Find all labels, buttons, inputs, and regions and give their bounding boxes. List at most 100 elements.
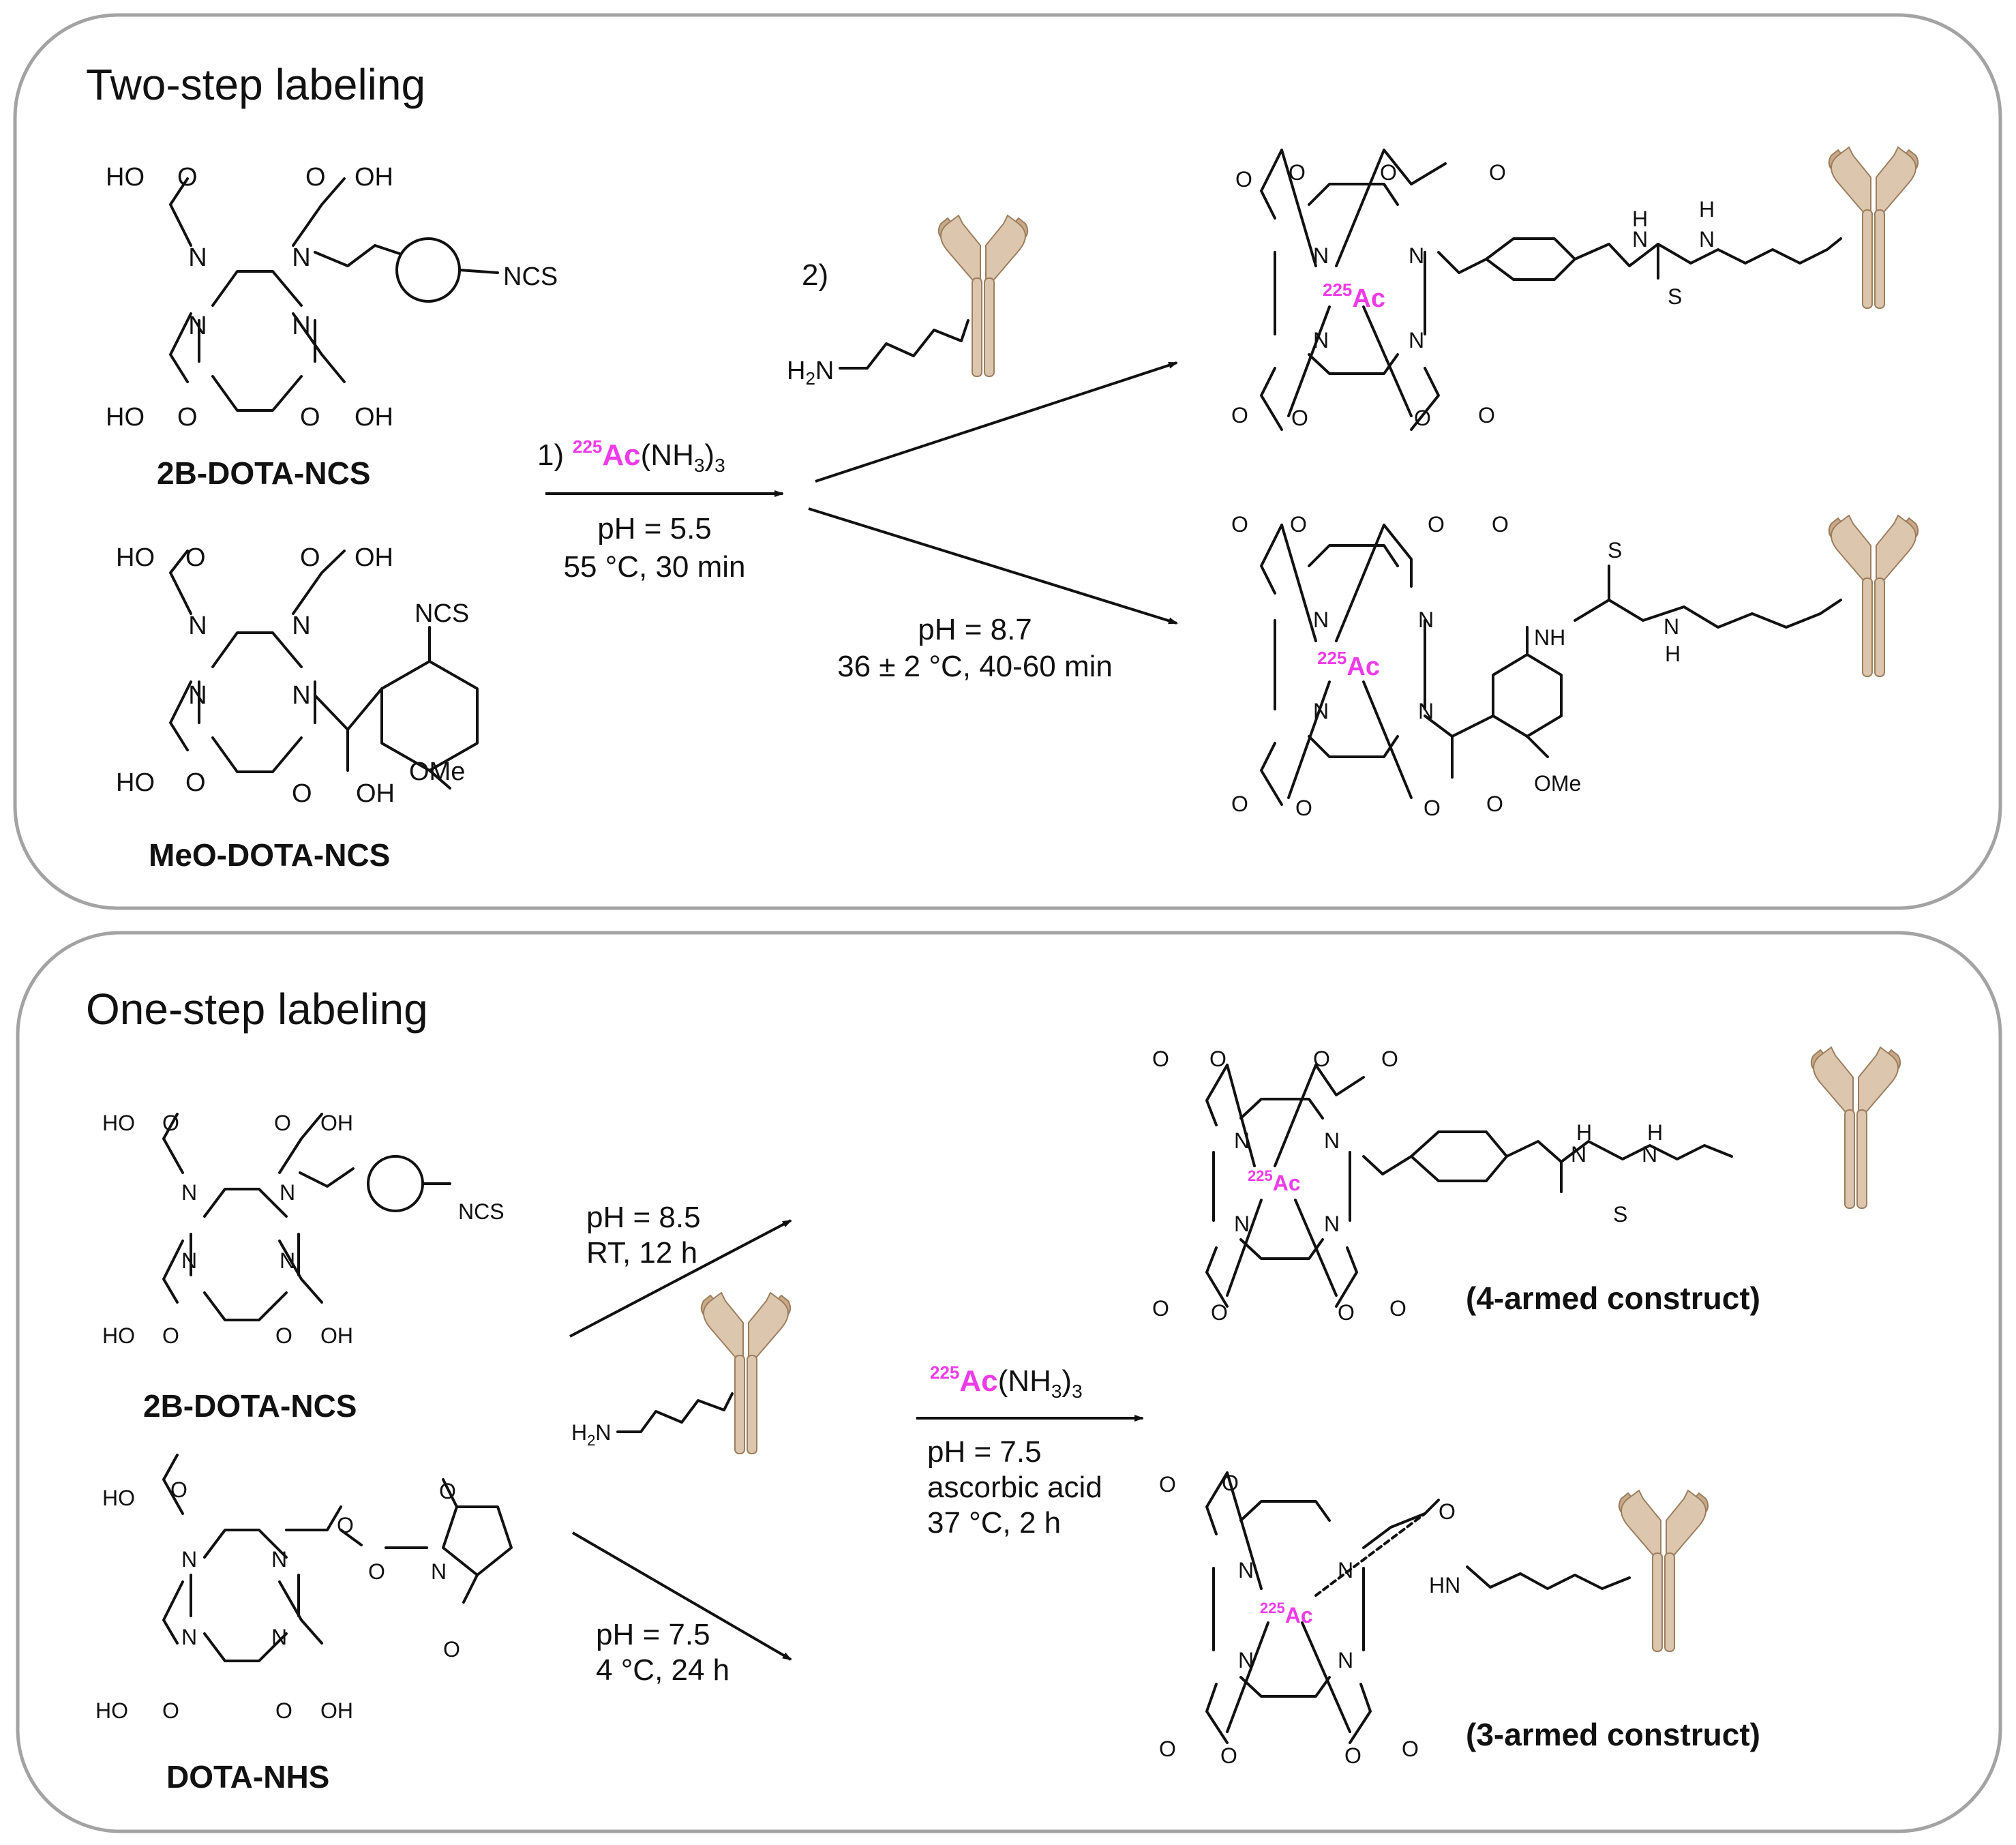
n-atom: N	[1324, 1128, 1340, 1153]
one-step-title: One-step labeling	[86, 985, 428, 1034]
o-label: O	[274, 1111, 291, 1135]
condition-ph-2: pH = 8.7	[918, 613, 1032, 646]
step-1-label: 1)	[537, 438, 564, 472]
o-label: O	[1338, 1300, 1355, 1325]
o-label: O	[300, 543, 320, 572]
o-label: O	[1295, 796, 1312, 820]
n-atom: N	[1338, 1648, 1353, 1672]
o-label: O	[185, 768, 206, 797]
o-label: O	[1344, 1743, 1361, 1768]
o-label: O	[305, 163, 326, 192]
o-label: O	[1222, 1471, 1239, 1495]
s-label: S	[1668, 284, 1682, 309]
o-label: O	[1414, 406, 1431, 430]
product-4-armed	[1205, 1064, 1733, 1308]
ac-225-center: 225Ac	[1248, 1167, 1301, 1195]
dota-nhs-structure	[162, 1454, 513, 1662]
n-atom: N	[1409, 243, 1424, 268]
ncs-label: NCS	[458, 1199, 505, 1224]
o-label: O	[1231, 512, 1248, 537]
antibody-icon	[1828, 147, 1919, 309]
o-label: O	[1231, 792, 1248, 816]
two-step-title: Two-step labeling	[86, 60, 425, 109]
condition-temp-time-2: 36 ± 2 °C, 40-60 min	[837, 650, 1113, 683]
n-atom: N	[1313, 328, 1329, 352]
condition-ph: pH = 5.5	[597, 512, 712, 545]
n-atom: N	[181, 1248, 197, 1273]
o-label: O	[1478, 403, 1495, 427]
n-atom: N	[188, 612, 207, 640]
product-4-armed-label: (4-armed construct)	[1466, 1280, 1760, 1316]
n-atom: N	[181, 1625, 197, 1649]
hn-label: HN	[1429, 1573, 1460, 1597]
condition-ph-lower: pH = 7.5	[596, 1618, 710, 1651]
oh-label: OH	[320, 1323, 353, 1348]
oh-label: OH	[320, 1111, 353, 1135]
o-label: O	[1486, 792, 1503, 816]
antibody-icon	[1810, 1047, 1901, 1209]
o-label: O	[1289, 160, 1306, 185]
n-atom: N	[1632, 227, 1648, 252]
o-label: O	[1313, 1047, 1330, 1071]
n-atom: N	[292, 612, 310, 640]
o-label: O	[1424, 796, 1441, 820]
o-label: O	[292, 779, 312, 808]
two-step-2b-dota-ncs-structure: N N N N	[169, 177, 499, 412]
compound-meo-dota-ncs: MeO-DOTA-NCS	[149, 837, 390, 873]
o-label: O	[1492, 512, 1509, 537]
o-label: O	[1489, 160, 1506, 185]
s-label: S	[1608, 538, 1622, 562]
o-label: O	[1209, 1047, 1227, 1071]
lysine-linker-two-step: H2N	[787, 319, 969, 389]
one-step-2b-dota-ncs-structure	[162, 1113, 451, 1321]
o-label: O	[1152, 1296, 1169, 1321]
reaction-arrow-upper	[815, 361, 1178, 483]
ac-reagent-step1: 225Ac(NH3)3	[573, 436, 725, 476]
condition-final-ph: pH = 7.5	[927, 1435, 1042, 1469]
n-atom: N	[1664, 614, 1679, 639]
ho-label: HO	[102, 1323, 135, 1348]
reaction-arrow-lower	[808, 507, 1178, 625]
n-atom: N	[1409, 328, 1424, 352]
oh-label: OH	[320, 1698, 353, 1723]
o-label: O	[1389, 1296, 1406, 1321]
h-label: H	[1576, 1120, 1592, 1145]
n-atom: N	[280, 1248, 295, 1273]
o-label: O	[1402, 1737, 1419, 1761]
n-atom: N	[181, 1547, 197, 1572]
ac-225-center: 225Ac	[1260, 1600, 1313, 1627]
product-two-step-lower	[1260, 524, 1842, 806]
n-atom: N	[1324, 1212, 1340, 1236]
lysine-linker-one-step: H2N	[571, 1392, 734, 1449]
ho-label: HO	[116, 768, 155, 797]
o-label: O	[162, 1698, 179, 1723]
ho-label: HO	[116, 543, 155, 572]
o-label: O	[443, 1637, 460, 1662]
one-step-panel	[16, 931, 2002, 1833]
condition-time-lower: 4 °C, 24 h	[596, 1653, 729, 1687]
ncs-label: NCS	[503, 262, 558, 291]
ncs-label: NCS	[415, 599, 469, 628]
n-atom: N	[280, 1180, 295, 1205]
h-label: H	[1632, 207, 1648, 231]
n-atom: N	[1571, 1142, 1586, 1167]
ho-label: HO	[106, 163, 145, 192]
o-label: O	[1231, 403, 1248, 427]
o-label: O	[1380, 160, 1397, 185]
o-label: O	[1381, 1047, 1398, 1071]
ho-label: HO	[102, 1111, 135, 1135]
n-atom: N	[292, 243, 310, 272]
reaction-arrow-one-step-lower	[571, 1531, 792, 1661]
n-atom: N	[292, 681, 310, 710]
h2n-label: H2N	[787, 357, 834, 389]
two-step-panel	[13, 13, 2002, 910]
o-label: O	[337, 1513, 354, 1537]
o-label: O	[177, 163, 198, 192]
compound-dota-nhs: DOTA-NHS	[166, 1759, 329, 1795]
o-label: O	[185, 543, 206, 572]
h-label: H	[1699, 197, 1715, 222]
oh-label: OH	[356, 779, 395, 808]
ac-225-center: 225Ac	[1317, 648, 1380, 681]
n-atom: N	[1313, 243, 1329, 268]
o-label: O	[300, 403, 320, 432]
